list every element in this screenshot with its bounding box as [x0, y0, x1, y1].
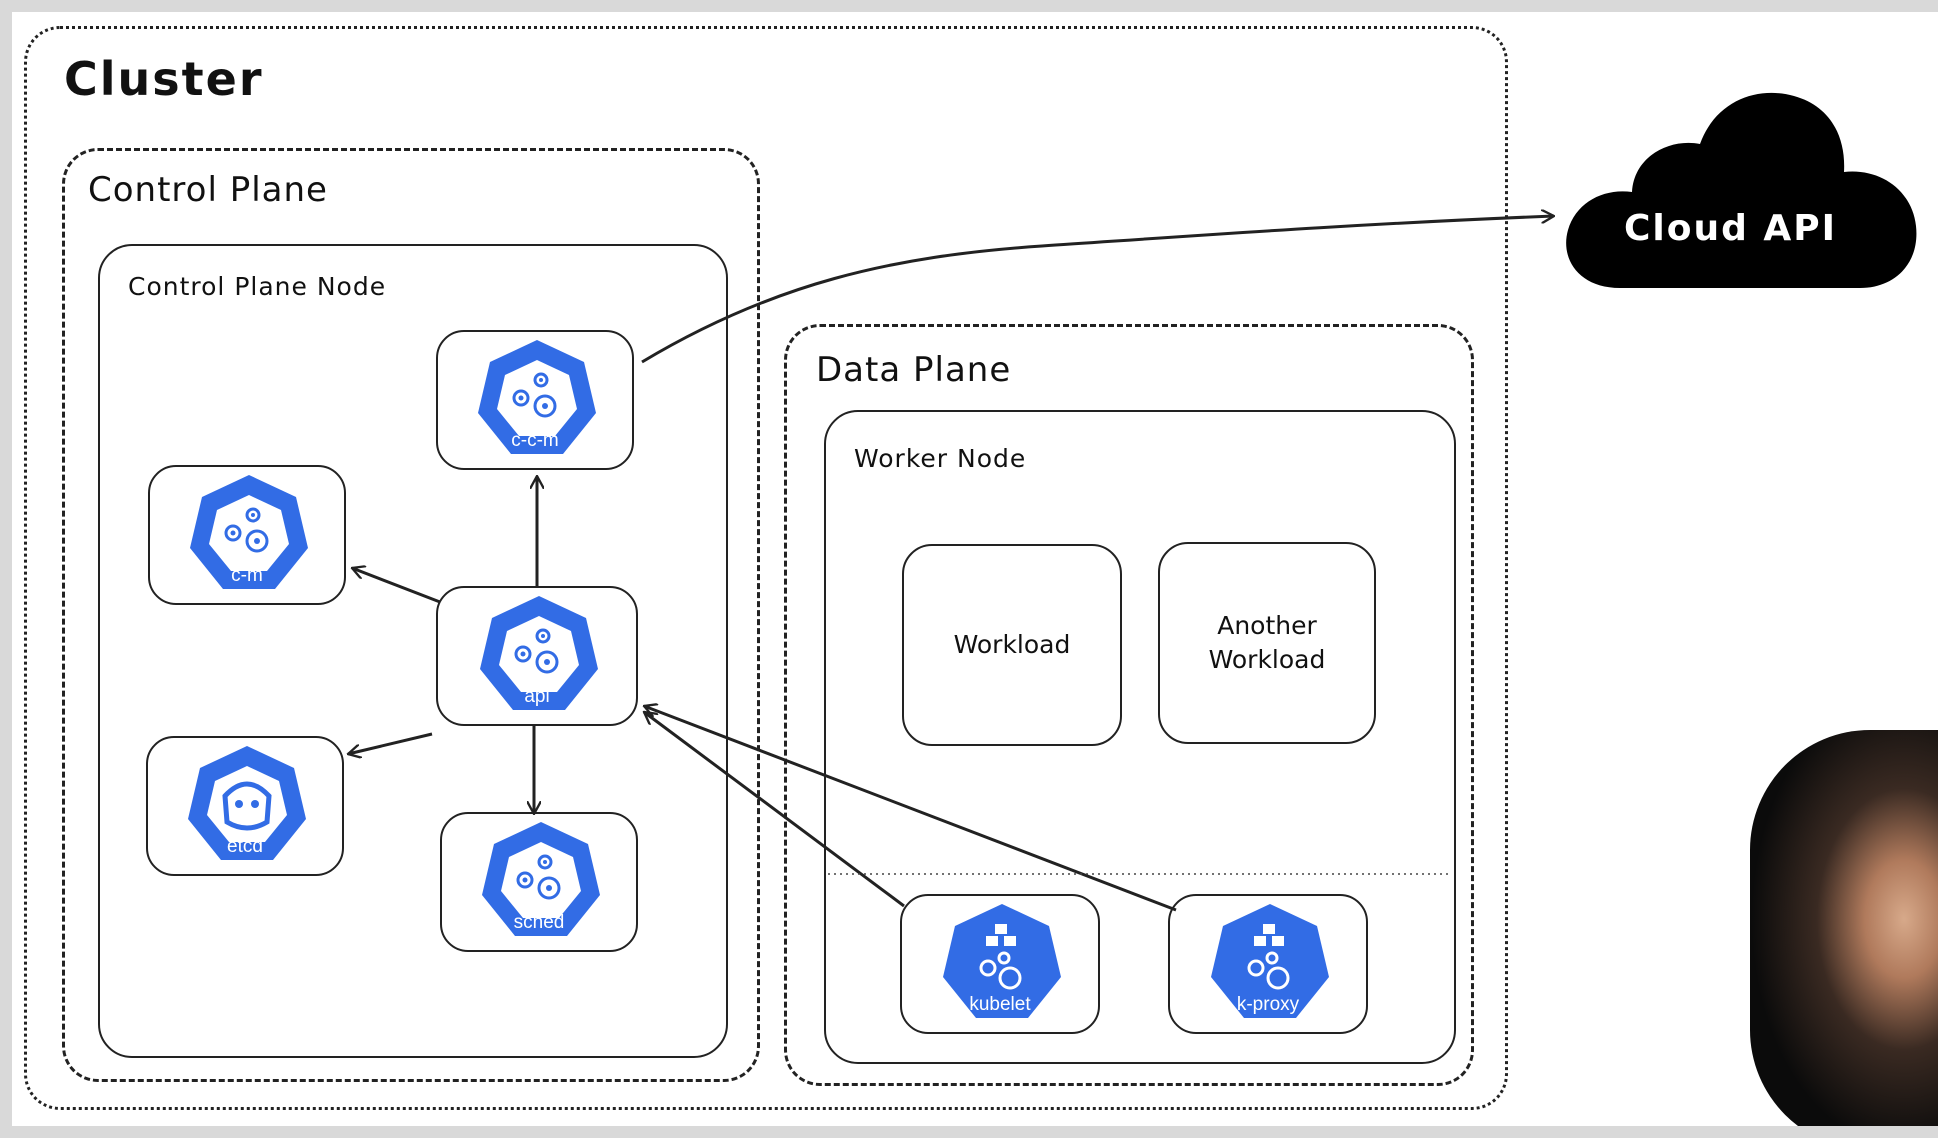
- ccm-label: c-c-m: [511, 430, 559, 451]
- cluster-title: Cluster: [64, 52, 264, 106]
- sched-component[interactable]: sched: [440, 812, 638, 952]
- ccm-component[interactable]: c-c-m: [436, 330, 634, 470]
- cloud-api-label: Cloud API: [1624, 208, 1838, 249]
- cluster-boundary: [24, 26, 1508, 1110]
- api-component[interactable]: api: [436, 586, 638, 726]
- etcd-label: etcd: [227, 836, 263, 857]
- cm-component[interactable]: c-m: [148, 465, 346, 605]
- sched-label: sched: [513, 912, 565, 933]
- workload-box[interactable]: Workload: [902, 544, 1122, 746]
- kubelet-label: kubelet: [969, 994, 1031, 1015]
- data-plane-title: Data Plane: [816, 350, 1012, 390]
- control-plane-node-title: Control Plane Node: [128, 272, 387, 301]
- diagram-canvas: Cluster Control Plane Control Plane Node…: [12, 12, 1938, 1126]
- another-workload-box[interactable]: Another Workload: [1158, 542, 1376, 744]
- kubelet-component[interactable]: kubelet: [900, 894, 1100, 1034]
- cloud-icon: [1566, 92, 1917, 288]
- control-plane-boundary: [62, 148, 760, 1082]
- etcd-component[interactable]: etcd: [146, 736, 344, 876]
- kproxy-component[interactable]: k-proxy: [1168, 894, 1368, 1034]
- kproxy-label: k-proxy: [1236, 994, 1300, 1015]
- control-plane-title: Control Plane: [88, 170, 328, 210]
- worker-node-title: Worker Node: [854, 444, 1027, 473]
- control-plane-node: [98, 244, 728, 1058]
- presenter-webcam: [1750, 730, 1938, 1126]
- cm-label: c-m: [231, 565, 263, 586]
- api-label: api: [524, 686, 550, 707]
